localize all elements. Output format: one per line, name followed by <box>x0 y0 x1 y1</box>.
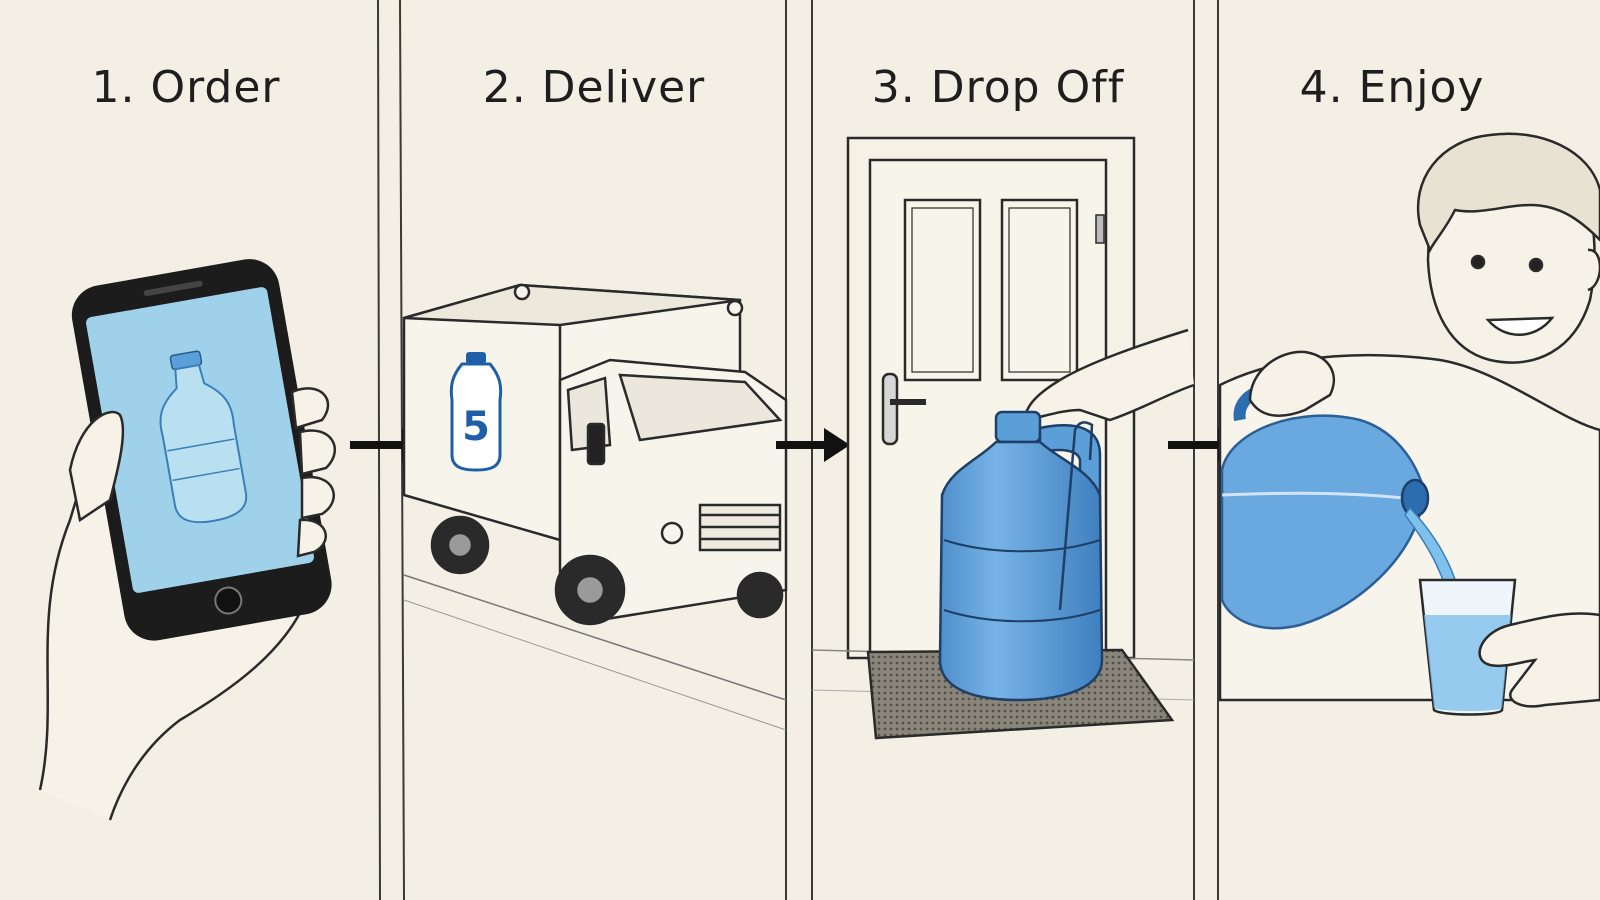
bottle-icon <box>159 350 248 524</box>
pouring-hand <box>1248 350 1336 417</box>
phone-icon <box>38 259 337 821</box>
truck-bottle-number: 5 <box>462 404 490 450</box>
step-title-drop-off: 3. Drop Off <box>871 62 1125 113</box>
truck-icon <box>402 283 788 731</box>
water-jug-icon <box>938 410 1104 702</box>
glass-hand <box>1478 612 1600 708</box>
arrow-right-icon <box>776 428 850 462</box>
step-title-deliver: 2. Deliver <box>482 62 706 113</box>
step-title-enjoy: 4. Enjoy <box>1299 62 1485 113</box>
truck-bottle-logo <box>449 352 503 472</box>
step-title-order: 1. Order <box>91 62 281 113</box>
